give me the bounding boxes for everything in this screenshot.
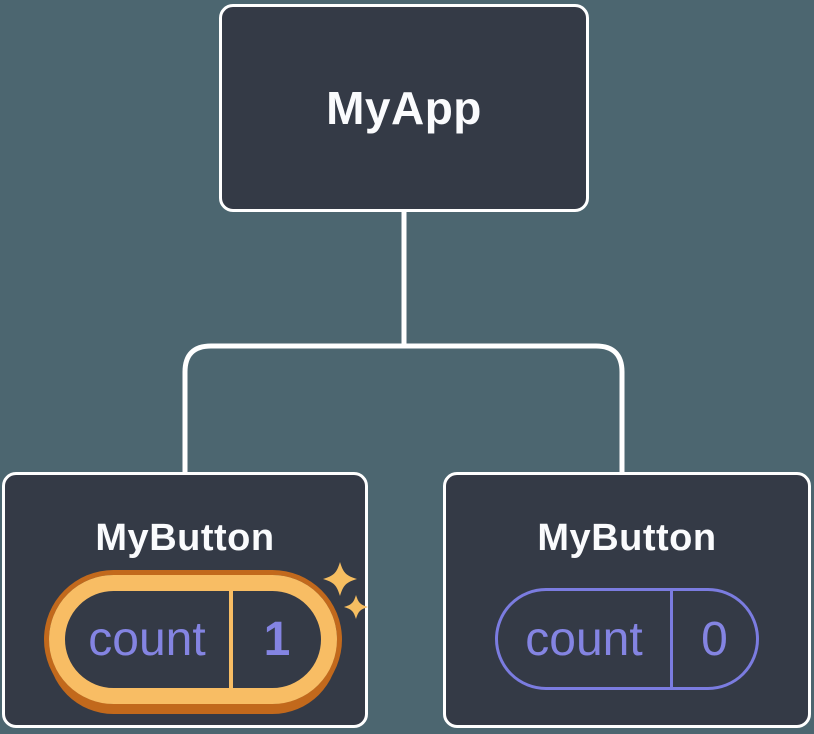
node-mybutton-left-label: MyButton bbox=[95, 517, 275, 559]
edge-branch bbox=[182, 343, 625, 473]
pill-divider bbox=[670, 591, 673, 687]
state-value: 1 bbox=[263, 613, 291, 666]
node-myapp: MyApp bbox=[219, 4, 589, 212]
state-pill-plain: count 0 bbox=[495, 588, 759, 690]
pill-divider bbox=[229, 591, 233, 688]
sparkles-icon bbox=[323, 562, 368, 619]
node-mybutton-right: MyButton count 0 bbox=[443, 472, 811, 728]
node-myapp-label: MyApp bbox=[326, 82, 482, 134]
state-pill-highlighted: count 1 bbox=[49, 575, 337, 704]
sparkle-small bbox=[344, 595, 368, 619]
state-name: count bbox=[525, 612, 643, 666]
node-mybutton-left: MyButton count 1 bbox=[2, 472, 368, 728]
state-name: count bbox=[88, 613, 206, 666]
node-mybutton-right-label: MyButton bbox=[537, 517, 717, 559]
state-value: 0 bbox=[701, 612, 728, 666]
sparkle-big bbox=[323, 562, 357, 596]
